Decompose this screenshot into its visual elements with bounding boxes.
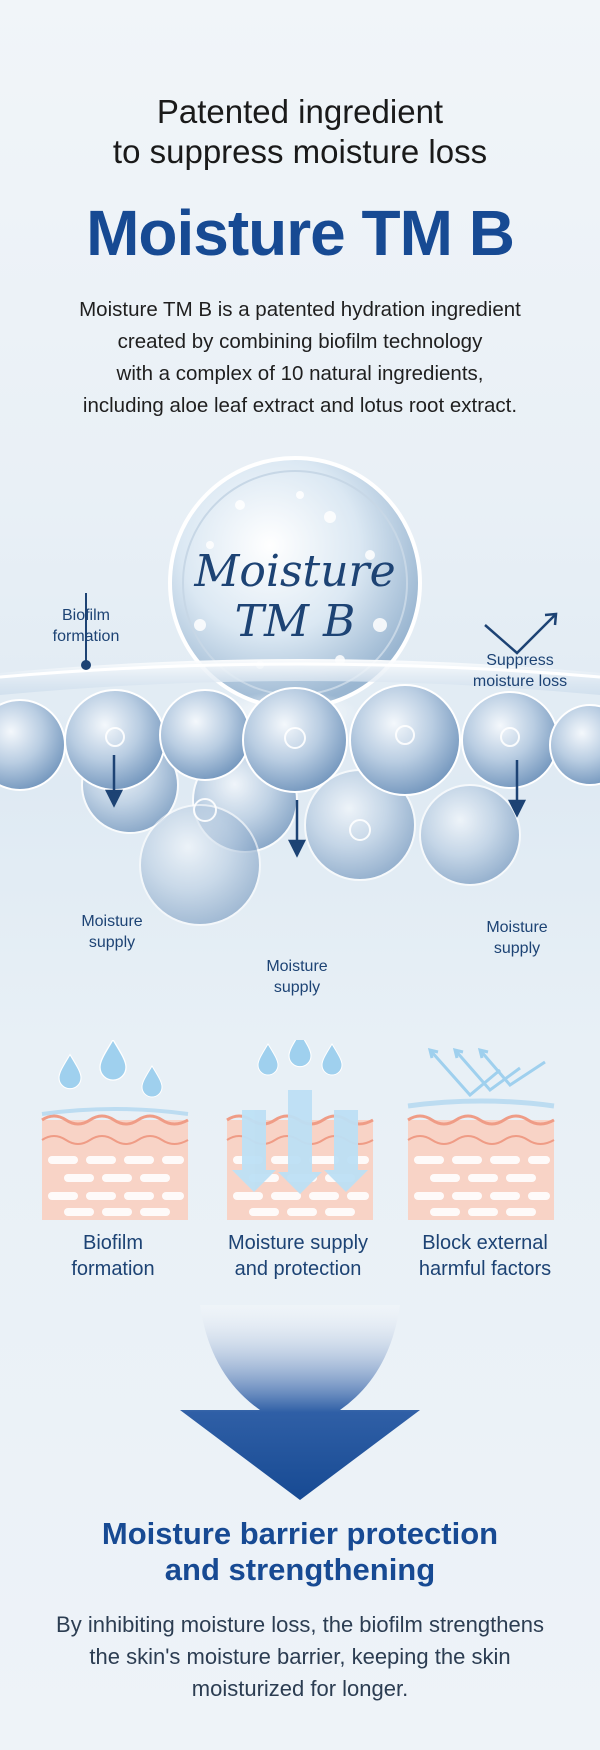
barrier-title-line-2: and strengthening xyxy=(164,1552,436,1587)
feature-caption-2: Moisture supply and protection xyxy=(203,1230,393,1282)
supply-mid-line-2: supply xyxy=(273,979,321,996)
barrier-desc-line-3: moisturized for longer. xyxy=(191,1676,409,1701)
barrier-desc-line-1: By inhibiting moisture loss, the biofilm… xyxy=(56,1612,544,1637)
supply-arrow-left-icon xyxy=(104,789,124,808)
supply-left-line-1: Moisture xyxy=(81,913,143,930)
suppress-arrow-icon xyxy=(484,614,556,655)
feature-graphics xyxy=(40,1032,556,1222)
feature-2-line-2: and protection xyxy=(234,1258,362,1280)
description-line-1: Moisture TM B is a patented hydration in… xyxy=(79,298,521,321)
down-arrow-icon xyxy=(180,1305,420,1500)
description-line-2: created by combining biofilm technology xyxy=(117,330,483,353)
suppress-label: Suppress moisture loss xyxy=(455,650,585,692)
biofilm-label-line-1: Biofilm xyxy=(61,607,110,624)
skin-droplets-icon xyxy=(40,1107,190,1222)
description: Moisture TM B is a patented hydration in… xyxy=(0,294,600,422)
feature-2-line-1: Moisture supply xyxy=(227,1232,369,1254)
barrier-title-line-1: Moisture barrier protection xyxy=(101,1516,499,1551)
bubble-line-1: Moisture xyxy=(194,546,396,597)
feature-1-line-1: Biofilm xyxy=(82,1232,143,1254)
supply-label-right: Moisture supply xyxy=(467,917,567,959)
supply-arrow-right-icon xyxy=(507,799,527,818)
biofilm-illustration: Moisture TM B Biofilm formation Suppress… xyxy=(0,455,600,1015)
feature-3-line-2: harmful factors xyxy=(418,1258,552,1280)
subtitle-line-1: Patented ingredient xyxy=(156,93,444,130)
supply-mid-line-1: Moisture xyxy=(266,958,328,975)
description-line-4: including aloe leaf extract and lotus ro… xyxy=(82,394,518,417)
supply-right-line-2: supply xyxy=(493,940,541,957)
subtitle-line-2: to suppress moisture loss xyxy=(112,133,488,170)
barrier-title: Moisture barrier protection and strength… xyxy=(0,1516,600,1588)
blocked-rays-icon xyxy=(427,1047,546,1098)
suppress-label-line-1: Suppress xyxy=(486,652,554,669)
barrier-desc-line-2: the skin's moisture barrier, keeping the… xyxy=(89,1644,511,1669)
description-line-3: with a complex of 10 natural ingredients… xyxy=(116,362,484,385)
biofilm-pointer-dot xyxy=(81,660,91,670)
feature-caption-3: Block external harmful factors xyxy=(390,1230,580,1282)
feature-icons: Biofilm formation Moisture supply and pr… xyxy=(0,1032,600,1280)
supply-label-mid: Moisture supply xyxy=(247,956,347,998)
suppress-label-line-2: moisture loss xyxy=(472,673,568,690)
page-title: Moisture TM B xyxy=(86,197,515,269)
skin-shield-icon xyxy=(406,1098,556,1222)
supply-label-left: Moisture supply xyxy=(62,911,162,953)
subtitle: Patented ingredient to suppress moisture… xyxy=(0,92,600,172)
bubble-line-2: TM B xyxy=(234,596,356,647)
biofilm-label-line-2: formation xyxy=(52,628,120,645)
skin-cells xyxy=(0,684,600,796)
supply-arrow-mid-icon xyxy=(287,839,307,858)
supply-right-line-1: Moisture xyxy=(486,919,548,936)
feature-caption-1: Biofilm formation xyxy=(18,1230,208,1282)
biofilm-label: Biofilm formation xyxy=(36,605,136,647)
cell-layer-graphic xyxy=(0,456,600,926)
skin-arrows-icon xyxy=(225,1090,375,1222)
bubble-text: Moisture TM B xyxy=(180,547,410,647)
supply-left-line-2: supply xyxy=(88,934,136,951)
feature-1-line-2: formation xyxy=(71,1258,155,1280)
barrier-description: By inhibiting moisture loss, the biofilm… xyxy=(0,1609,600,1705)
feature-3-line-1: Block external xyxy=(422,1232,548,1254)
